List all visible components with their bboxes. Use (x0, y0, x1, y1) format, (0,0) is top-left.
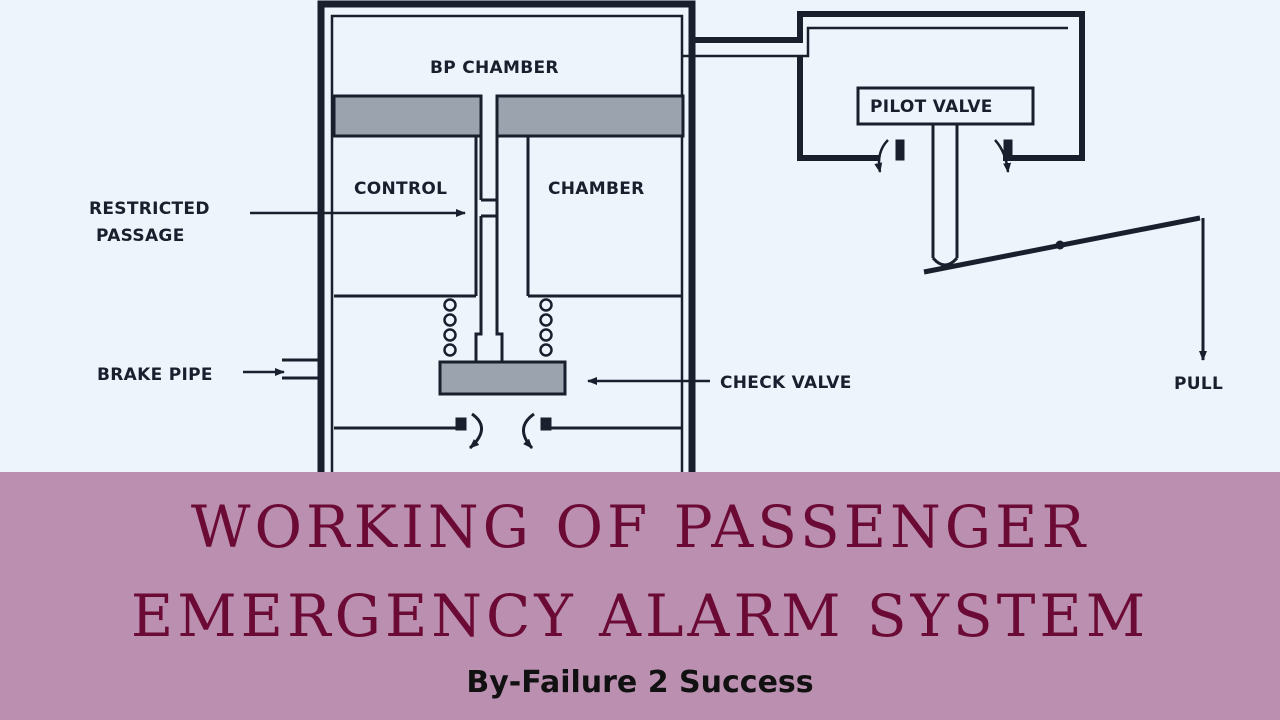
pointer-arrows (243, 209, 710, 385)
label-control: CONTROL (354, 179, 447, 199)
valve-body (317, 0, 696, 472)
title-banner: Working Of Passenger Emergency Alarm Sys… (0, 472, 1280, 720)
pilot-valve-box (856, 86, 1035, 126)
brake-pipe-inlet (282, 358, 324, 380)
pull-lever (923, 215, 1207, 361)
pilot-valve-stem (931, 124, 959, 267)
title-line-1: Working Of Passenger (190, 493, 1090, 561)
label-restricted: RESTRICTED (89, 199, 210, 219)
restricted-passage (474, 96, 504, 362)
connecting-pipe (682, 11, 1085, 161)
byline: By-Failure 2 Success (466, 665, 814, 700)
pneumatic-diagram: BP CHAMBER PILOT VALVE CONTROL CHAMBER R… (89, 0, 1223, 472)
diagram-panel: BP CHAMBER PILOT VALVE CONTROL CHAMBER R… (0, 0, 1280, 472)
label-pull: PULL (1174, 374, 1223, 394)
label-bp-chamber: BP CHAMBER (430, 58, 559, 78)
pilot-ports (874, 139, 1013, 173)
label-pilot-valve: PILOT VALVE (870, 97, 993, 117)
label-check-valve: CHECK VALVE (720, 373, 852, 393)
chamber-walls (334, 134, 683, 298)
lower-valve-seat (334, 412, 683, 450)
label-chamber: CHAMBER (548, 179, 645, 199)
title-line-2: Emergency Alarm System (130, 582, 1150, 650)
check-valve-plate (438, 360, 567, 396)
label-brake-pipe: BRAKE PIPE (97, 365, 213, 385)
label-passage: PASSAGE (96, 226, 185, 246)
springs (443, 298, 553, 357)
piston-plates (332, 94, 685, 138)
